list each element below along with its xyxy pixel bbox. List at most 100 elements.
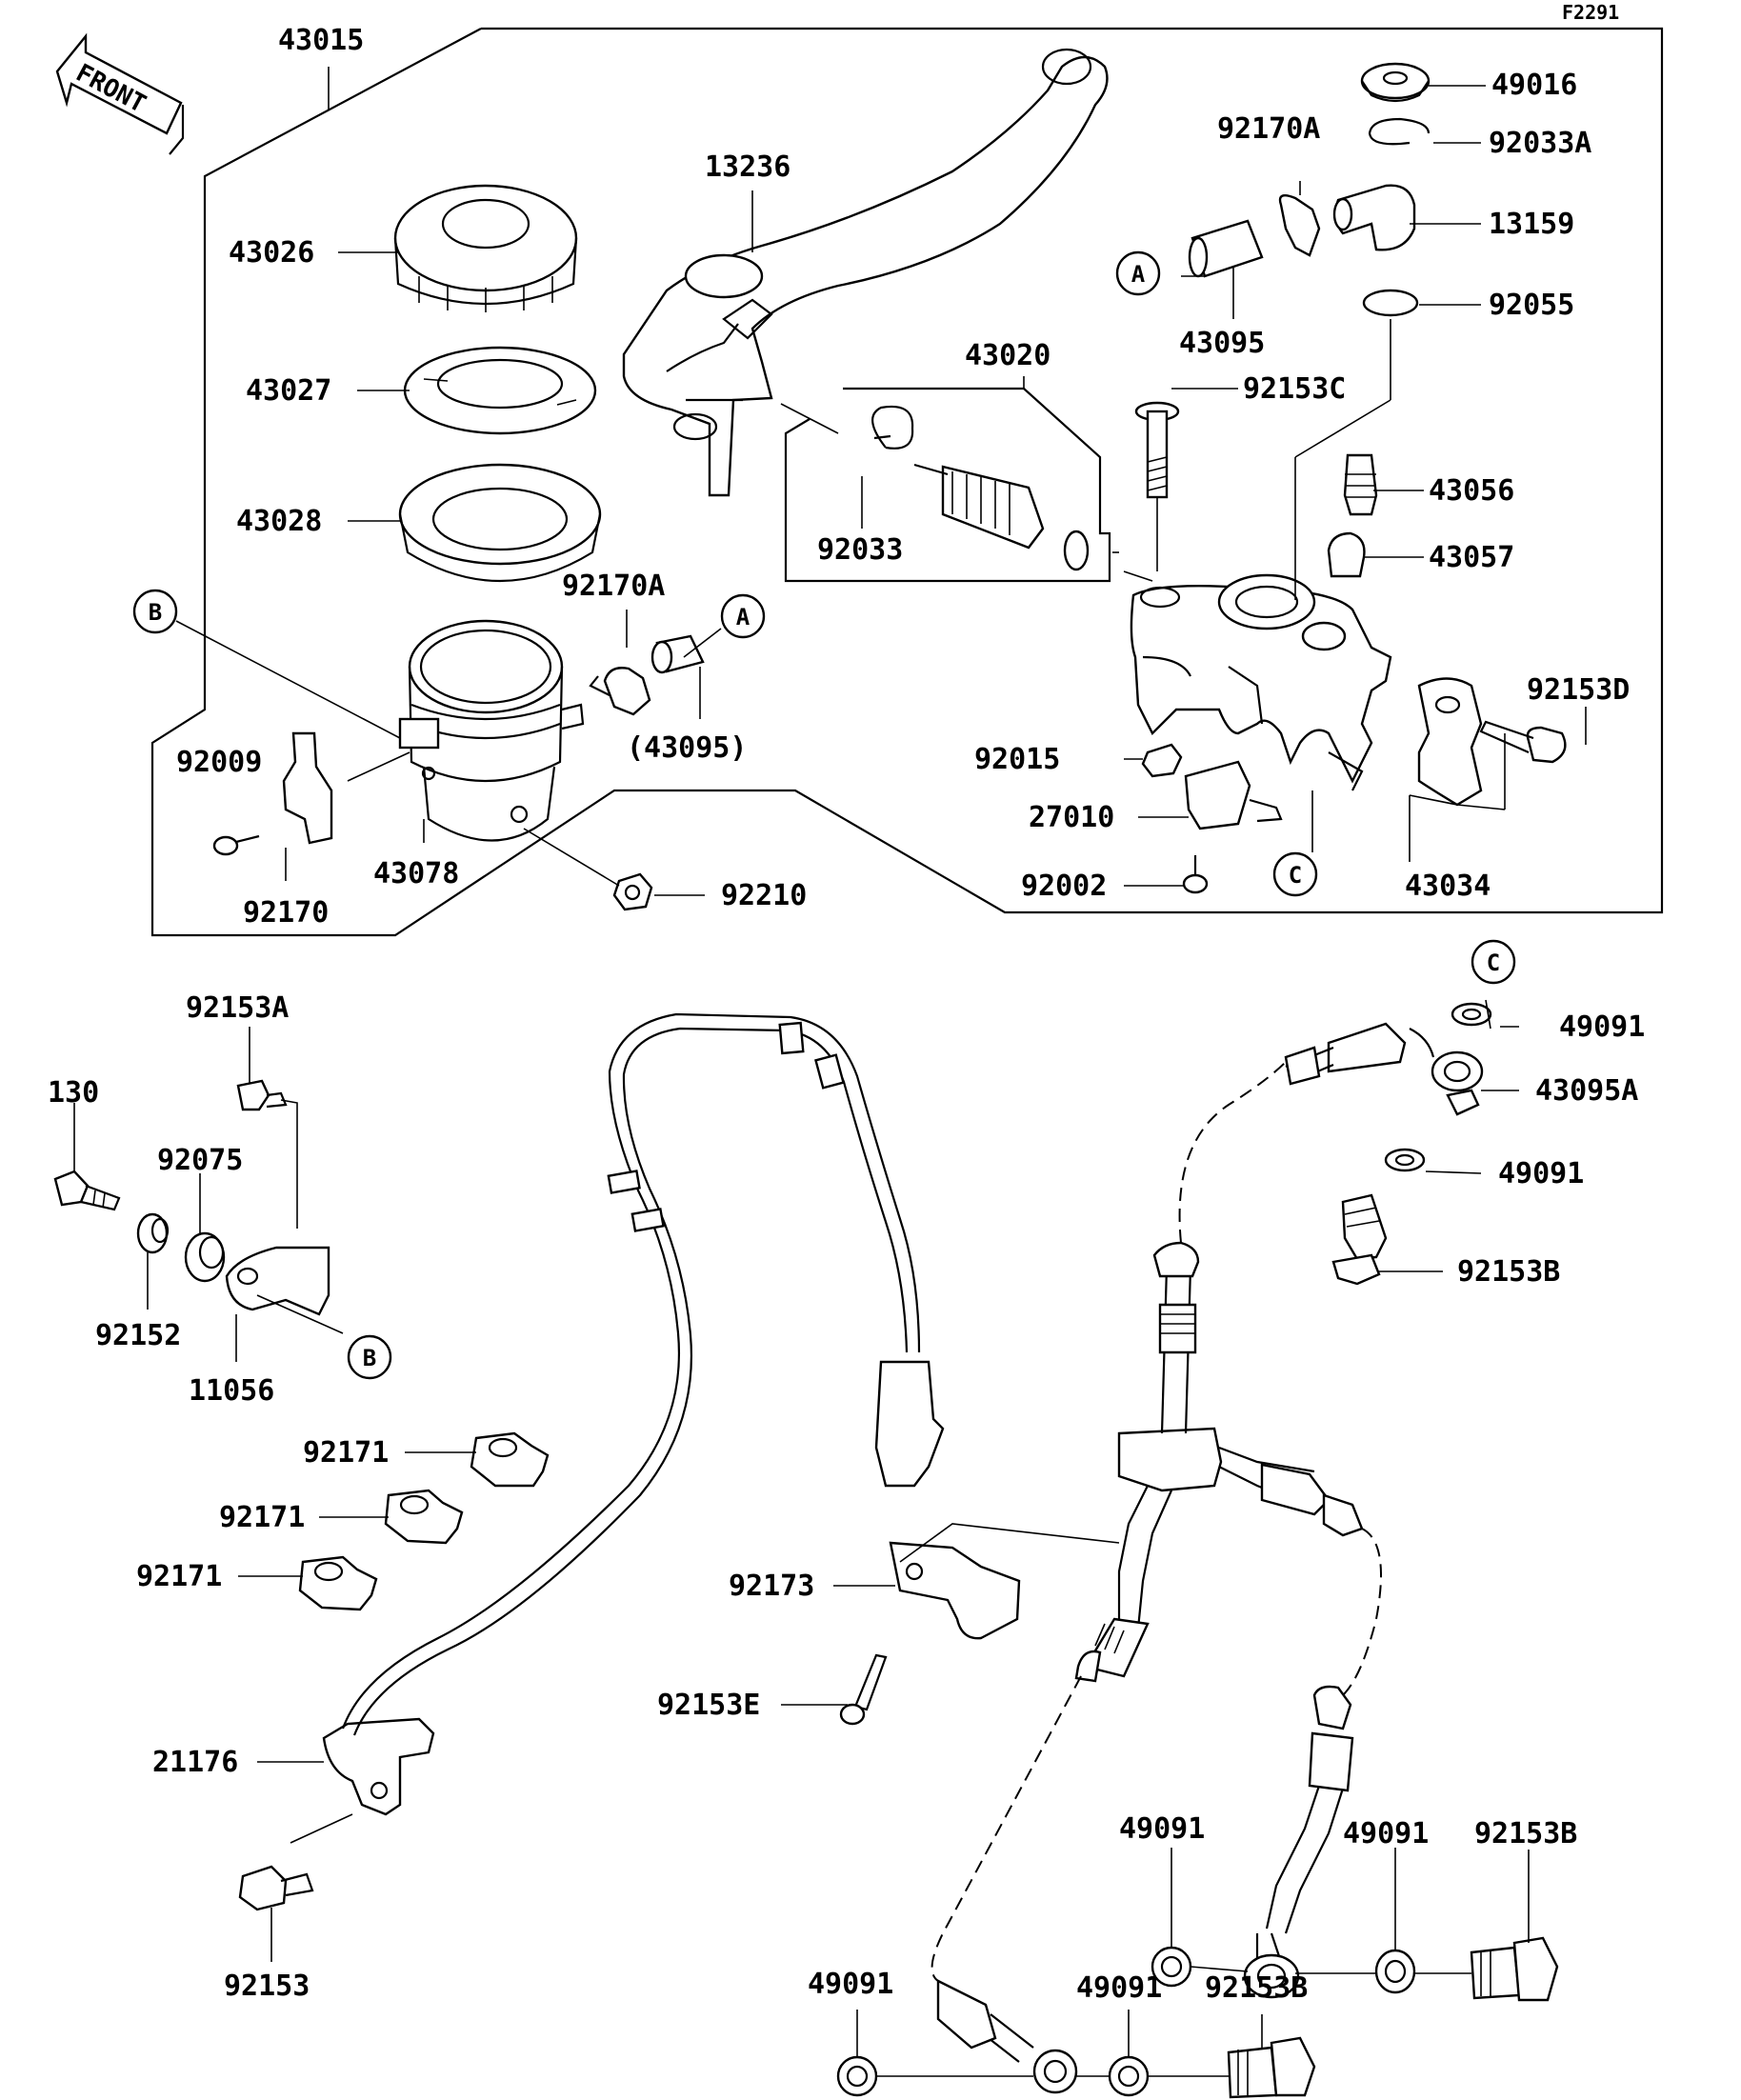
grommet-92075 bbox=[184, 1231, 226, 1283]
brake-hose-assembly bbox=[936, 1022, 1484, 2094]
hose-43095 bbox=[1188, 219, 1264, 278]
brake-lever bbox=[622, 48, 1109, 497]
label-49016: 49016 bbox=[1491, 69, 1577, 102]
callout-c-bottom: C bbox=[1471, 939, 1516, 985]
label-92171-c: 92171 bbox=[136, 1560, 222, 1593]
bolt-92153B-a bbox=[1331, 1193, 1388, 1286]
reservoir-body bbox=[398, 619, 585, 842]
label-49091-d: 49091 bbox=[1343, 1817, 1429, 1850]
callout-a-top: A bbox=[1115, 250, 1161, 296]
figure-code: F2291 bbox=[1562, 1, 1619, 24]
abs-sensor bbox=[322, 1717, 435, 1816]
svg-text:A: A bbox=[736, 604, 750, 630]
part-labels: 43015 13236 43026 43027 43028 43020 9203… bbox=[48, 24, 1645, 2005]
cap-49016 bbox=[1360, 62, 1431, 103]
washer-49091-f bbox=[1108, 2055, 1150, 2097]
clamp-92170A-top bbox=[1278, 194, 1321, 257]
label-92173: 92173 bbox=[729, 1570, 814, 1603]
front-arrow-icon: FRONT bbox=[55, 32, 185, 155]
snap-ring bbox=[871, 405, 914, 450]
label-43057: 43057 bbox=[1429, 541, 1514, 574]
leader-lines-bottom bbox=[73, 999, 1530, 2077]
washer-49091-a bbox=[1451, 1002, 1492, 1027]
label-92055: 92055 bbox=[1489, 289, 1574, 322]
label-43027: 43027 bbox=[246, 374, 331, 408]
label-92075: 92075 bbox=[157, 1144, 243, 1177]
bolt-92153D bbox=[1479, 720, 1567, 764]
svg-text:A: A bbox=[1131, 261, 1146, 288]
leader-lines-top bbox=[175, 67, 1587, 896]
label-21176: 21176 bbox=[152, 1746, 238, 1779]
callout-a-mid: A bbox=[720, 593, 766, 639]
screw-92009 bbox=[212, 834, 260, 856]
bleeder-valve bbox=[1343, 453, 1378, 516]
assembly-outline bbox=[150, 27, 1664, 937]
bolt-92153A bbox=[236, 1079, 298, 1229]
label-92015: 92015 bbox=[974, 743, 1060, 776]
label-92152: 92152 bbox=[95, 1319, 181, 1352]
screw-92002 bbox=[1182, 855, 1209, 894]
handlebar-clamp bbox=[1417, 677, 1483, 807]
label-130: 130 bbox=[48, 1076, 99, 1110]
label-92002: 92002 bbox=[1021, 870, 1107, 903]
bolt-92153B-b bbox=[1470, 1936, 1559, 2002]
label-43095: 43095 bbox=[1179, 327, 1265, 360]
label-43056: 43056 bbox=[1429, 474, 1514, 508]
label-43028: 43028 bbox=[236, 505, 322, 538]
diaphragm bbox=[398, 463, 602, 582]
label-13236: 13236 bbox=[705, 150, 790, 184]
label-92033: 92033 bbox=[817, 533, 903, 567]
diaphragm-plate bbox=[403, 346, 597, 435]
label-27010: 27010 bbox=[1029, 801, 1114, 834]
callout-c-top: C bbox=[1272, 851, 1318, 897]
label-92171-a: 92171 bbox=[303, 1436, 389, 1470]
label-92171-b: 92171 bbox=[219, 1501, 305, 1534]
label-49091-e: 49091 bbox=[808, 1968, 893, 2001]
callout-b-top: B bbox=[132, 589, 178, 634]
label-43095A: 43095A bbox=[1535, 1074, 1638, 1108]
bracket-92173 bbox=[889, 1541, 1021, 1640]
label-92170A-top: 92170A bbox=[1217, 112, 1320, 146]
grommets-on-wire bbox=[607, 1021, 845, 1232]
label-92170: 92170 bbox=[243, 896, 329, 930]
pushrod-piston bbox=[913, 463, 1090, 571]
label-92153E: 92153E bbox=[657, 1689, 760, 1722]
clip-92171-c bbox=[298, 1555, 378, 1611]
label-13159: 13159 bbox=[1489, 208, 1574, 241]
clip-92171-a bbox=[470, 1431, 550, 1488]
callout-b-bottom: B bbox=[347, 1334, 392, 1380]
label-43095-paren: (43095) bbox=[627, 731, 747, 765]
washer-49091-d bbox=[1374, 1949, 1416, 1994]
dashed-guide-2 bbox=[1342, 1528, 1382, 1696]
label-92153B-a: 92153B bbox=[1457, 1255, 1560, 1289]
hose-43095-mid bbox=[650, 634, 705, 674]
label-92153B-b: 92153B bbox=[1474, 1817, 1577, 1850]
bracket-11056 bbox=[225, 1246, 330, 1316]
svg-text:B: B bbox=[149, 599, 162, 626]
label-43020: 43020 bbox=[965, 339, 1051, 372]
bolt-92153 bbox=[238, 1865, 314, 1911]
washer-92152 bbox=[136, 1212, 170, 1254]
sensor-connector bbox=[874, 1360, 945, 1488]
label-92153A: 92153A bbox=[186, 991, 289, 1025]
nut-92210 bbox=[612, 872, 653, 911]
brake-light-switch bbox=[1184, 760, 1283, 830]
label-92009: 92009 bbox=[176, 746, 262, 779]
label-49091-f: 49091 bbox=[1076, 1971, 1162, 2005]
label-43026: 43026 bbox=[229, 236, 314, 270]
label-92033A: 92033A bbox=[1489, 127, 1591, 160]
master-cylinder-body bbox=[1130, 573, 1392, 791]
washer-49091-b bbox=[1384, 1148, 1426, 1172]
bolt-92153B-c bbox=[1227, 2036, 1316, 2099]
label-11056: 11056 bbox=[189, 1374, 274, 1408]
oring-92055 bbox=[1362, 289, 1419, 317]
dashed-guide-3 bbox=[931, 1675, 1082, 1982]
sensor-wire bbox=[341, 1012, 921, 1730]
label-49091-a: 49091 bbox=[1559, 1010, 1645, 1044]
screw-92153C bbox=[1134, 401, 1180, 499]
nut-92015 bbox=[1141, 743, 1183, 778]
bolt-92153E bbox=[839, 1653, 888, 1726]
svg-text:C: C bbox=[1487, 950, 1500, 976]
bracket-92170 bbox=[282, 731, 333, 845]
